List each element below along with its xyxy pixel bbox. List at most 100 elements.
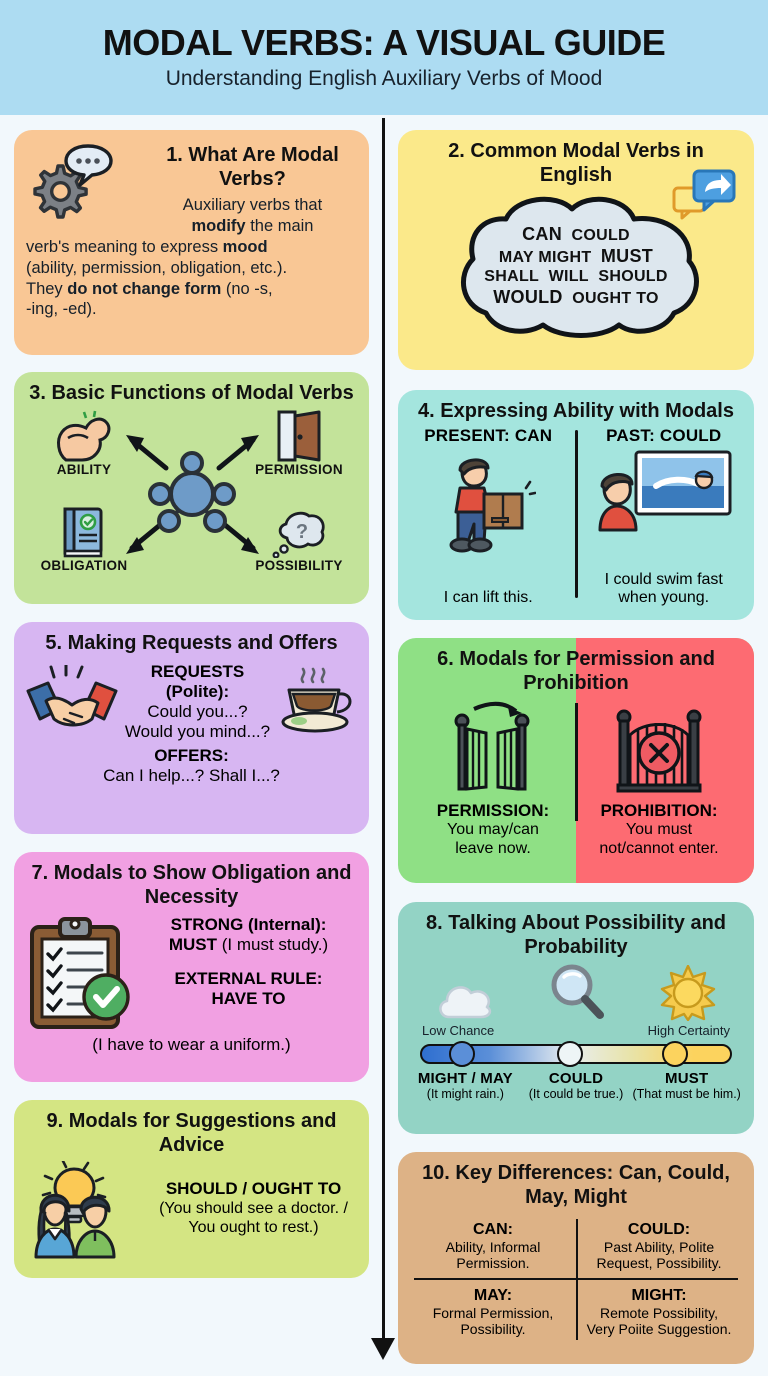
key-table-vertical-divider bbox=[576, 1219, 578, 1340]
key-term-might: MIGHT: bbox=[631, 1287, 687, 1305]
cloud-verb-must: MUST bbox=[600, 246, 654, 267]
svg-text:?: ? bbox=[296, 521, 308, 543]
key-differences-table: CAN: Ability, Informal Permission. COULD… bbox=[410, 1217, 742, 1341]
prohibition-text: You must not/cannot enter. bbox=[599, 821, 718, 859]
handshake-icon bbox=[26, 664, 118, 727]
permission-line1: You may/can bbox=[447, 821, 539, 839]
cloud-icon bbox=[439, 986, 492, 1019]
cloud-verb-would: WOULD bbox=[493, 287, 563, 308]
advice-example-l1: (You should see a doctor. / bbox=[159, 1200, 348, 1218]
flow-arrow-line bbox=[382, 118, 385, 1343]
panel4-divider bbox=[574, 429, 578, 598]
permission-text: You may/can leave now. bbox=[447, 821, 539, 859]
advice-example-l2: You ought to rest.) bbox=[188, 1219, 319, 1237]
stop-2-example: (That must be him.) bbox=[632, 1087, 741, 1102]
key-desc-may-l1: Formal Permission, bbox=[432, 1305, 554, 1322]
key-term-may: MAY: bbox=[473, 1287, 513, 1305]
key-cell-could: COULD: Past Ability, Polite Request, Pos… bbox=[576, 1217, 742, 1275]
slider-knob-could[interactable] bbox=[556, 1041, 583, 1068]
panel1-line3a: verb's meaning to express bbox=[26, 238, 223, 257]
question-thought-cloud-icon: ? bbox=[272, 511, 325, 558]
prohibition-line2: not/cannot enter. bbox=[599, 840, 719, 858]
function-label-obligation: OBLIGATION bbox=[40, 557, 128, 573]
function-label-possibility: POSSIBILITY bbox=[255, 557, 343, 573]
panel1-line5b: do not change form bbox=[67, 279, 222, 298]
ability-past-column: PAST: COULD I could swim fast bbox=[586, 426, 743, 608]
request-example-2: Would you mind...? bbox=[124, 721, 271, 741]
external-rule-modal: HAVE TO bbox=[211, 989, 286, 1009]
panel4-right-caption-l1: I could swim fast bbox=[604, 570, 723, 588]
two-people-icon bbox=[34, 1161, 116, 1259]
magnifying-glass-icon bbox=[551, 964, 604, 1020]
header-banner: MODAL VERBS: A VISUAL GUIDE Understandin… bbox=[0, 0, 768, 115]
stop-0-example: (It might rain.) bbox=[426, 1087, 504, 1102]
prohibition-label: PROHIBITION: bbox=[600, 801, 718, 821]
panel1-line2-bold: modify bbox=[191, 216, 246, 235]
slider-knob-might-may[interactable] bbox=[449, 1041, 476, 1068]
stop-2-modal: MUST bbox=[665, 1070, 709, 1088]
sun-icon bbox=[660, 965, 715, 1022]
panel6-divider bbox=[575, 703, 578, 822]
modal-verbs-cloud: CAN COULD MAY MIGHT MUST SHALL WILL SHOU… bbox=[431, 191, 721, 341]
scale-low-label: Low Chance bbox=[422, 1023, 495, 1039]
green-check-icon bbox=[82, 973, 130, 1021]
thought-cloud-icon bbox=[461, 196, 699, 339]
panel-requests-and-offers: 5. Making Requests and Offers REQUESTS (… bbox=[14, 622, 369, 834]
panel4-right-caption-l2: when young. bbox=[618, 589, 710, 607]
panel-basic-functions: 3. Basic Functions of Modal Verbs bbox=[14, 372, 369, 604]
key-desc-can-l2: Permission. bbox=[456, 1255, 530, 1272]
key-desc-might-l1: Remote Possibility, bbox=[599, 1305, 718, 1322]
key-cell-might: MIGHT: Remote Possibility, Very Poiite S… bbox=[576, 1283, 742, 1341]
panel1-line2-rest: the main bbox=[245, 216, 314, 235]
lightbulb-icon bbox=[41, 1161, 107, 1224]
strong-obligation-example: MUST (I must study.) bbox=[140, 935, 357, 955]
panel1-icon-group bbox=[26, 140, 144, 220]
panel-possibility-probability: 8. Talking About Possibility and Probabi… bbox=[398, 902, 754, 1134]
person-with-swimming-photo-icon bbox=[598, 450, 732, 532]
page-subtitle: Understanding English Auxiliary Verbs of… bbox=[165, 67, 603, 91]
radial-arrows-icon bbox=[126, 434, 259, 554]
panel1-line4: (ability, permission, obligation, etc.). bbox=[26, 259, 288, 278]
key-cell-can: CAN: Ability, Informal Permission. bbox=[410, 1217, 576, 1275]
panel7-title: 7. Modals to Show Obligation and Necessi… bbox=[31, 862, 352, 908]
table-row: CAN: Ability, Informal Permission. COULD… bbox=[410, 1217, 742, 1275]
function-obligation: OBLIGATION bbox=[24, 506, 144, 573]
panel4-left-heading: PRESENT: CAN bbox=[424, 425, 553, 445]
external-rule-label: EXTERNAL RULE: bbox=[174, 969, 323, 989]
key-desc-may-l2: Possibility. bbox=[460, 1321, 526, 1338]
panel-common-modal-verbs: 2. Common Modal Verbs in English CAN COU… bbox=[398, 130, 754, 370]
panel10-title: 10. Key Differences: Can, Could, May, Mi… bbox=[422, 1162, 730, 1208]
offers-examples: Can I help...? Shall I...? bbox=[103, 765, 280, 785]
stop-1-example: (It could be true.) bbox=[528, 1087, 624, 1102]
panel-permission-prohibition: 6. Modals for Permission and Prohibition bbox=[398, 638, 754, 883]
flow-arrow-head-icon bbox=[371, 1338, 395, 1360]
clipboard-checklist-icon bbox=[30, 917, 130, 1030]
panel-key-differences: 10. Key Differences: Can, Could, May, Mi… bbox=[398, 1152, 754, 1364]
key-desc-could-l1: Past Ability, Polite bbox=[603, 1239, 715, 1256]
main-title: MODAL VERBS: A VISUAL GUIDE bbox=[102, 21, 666, 63]
key-desc-can-l1: Ability, Informal bbox=[445, 1239, 541, 1256]
panel1-line3b: mood bbox=[222, 238, 268, 257]
probability-slider-track[interactable] bbox=[420, 1041, 732, 1068]
permission-label: PERMISSION: bbox=[436, 801, 550, 821]
stop-0-modal: MIGHT / MAY bbox=[417, 1070, 513, 1088]
function-ability: ABILITY bbox=[24, 410, 144, 477]
panel5-title: 5. Making Requests and Offers bbox=[45, 632, 338, 654]
panel6-title: 6. Modals for Permission and Prohibition bbox=[437, 648, 715, 694]
teacup-icon bbox=[281, 667, 352, 733]
function-permission: PERMISSION bbox=[239, 410, 359, 477]
slider-knob-must[interactable] bbox=[661, 1041, 688, 1068]
advice-modals: SHOULD / OUGHT TO bbox=[165, 1179, 342, 1199]
probability-stops-row: MIGHT / MAY (It might rain.) COULD (It c… bbox=[410, 1070, 742, 1101]
page-title: MODAL VERBS: A VISUAL GUIDE bbox=[102, 21, 666, 63]
flexed-bicep-icon bbox=[57, 410, 111, 462]
probability-icons-row bbox=[410, 964, 742, 1022]
panel-what-are-modal-verbs: 1. What Are Modal Verbs? Auxiliary verbs… bbox=[14, 130, 369, 355]
stop-might-may: MIGHT / MAY (It might rain.) bbox=[410, 1070, 521, 1101]
rulebook-icon bbox=[63, 507, 103, 557]
scale-endpoint-labels: Low Chance High Certainty bbox=[410, 1023, 742, 1038]
prohibition-column: PROHIBITION: You must not/cannot enter. bbox=[576, 695, 742, 873]
open-gate-icon bbox=[454, 702, 530, 791]
panel4-right-heading: PAST: COULD bbox=[606, 425, 722, 445]
